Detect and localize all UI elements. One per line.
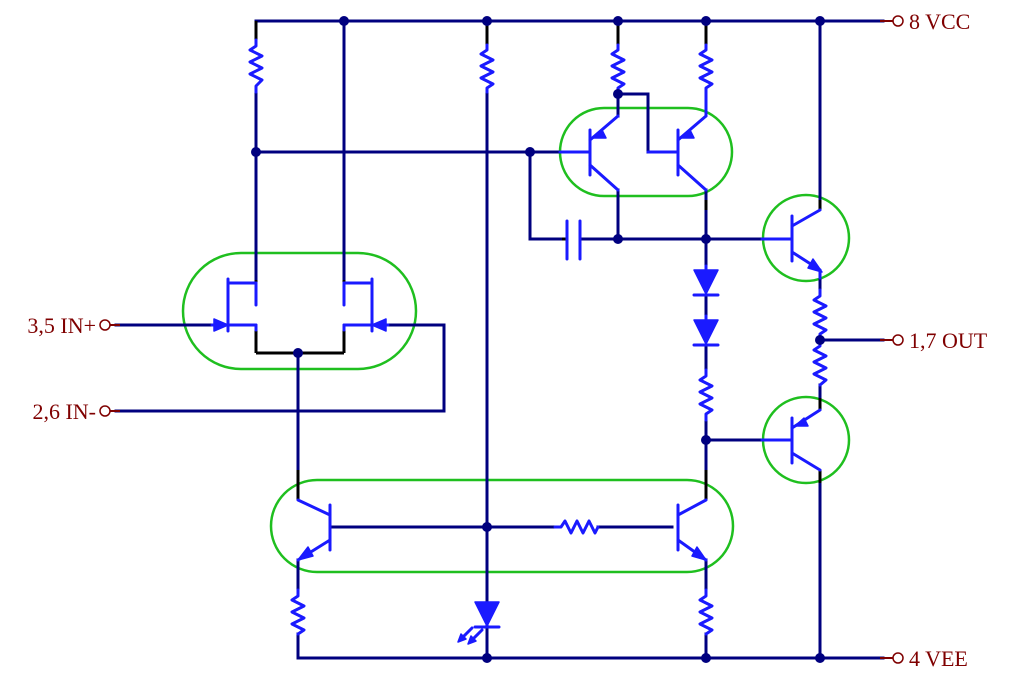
pnp-mirror-top xyxy=(558,90,708,192)
jfet-left xyxy=(210,277,258,333)
resistor-r10 xyxy=(812,338,828,387)
resistor-r7 xyxy=(698,588,714,636)
diode-d2 xyxy=(692,314,720,347)
component-leads xyxy=(254,21,822,500)
led-d3 xyxy=(457,601,501,645)
component-groupings xyxy=(181,106,851,574)
diode-d1 xyxy=(692,264,720,297)
pin-vee: 4 VEE xyxy=(880,646,968,671)
resistor-r6 xyxy=(290,588,306,636)
pin-vcc-label: 8 VCC xyxy=(909,9,970,34)
pin-in-plus-label: 3,5 IN+ xyxy=(27,313,96,338)
transistor-q2 xyxy=(646,90,708,192)
resistor-r4 xyxy=(698,43,714,94)
resistor-r1 xyxy=(248,38,264,94)
transistor-q6-pnp xyxy=(760,408,822,472)
junction-dots xyxy=(251,16,825,663)
pin-out: 1,7 OUT xyxy=(880,328,988,353)
wires xyxy=(114,19,885,660)
npn-mirror-bottom xyxy=(296,498,708,562)
diodes xyxy=(457,264,720,645)
pin-in-plus: 3,5 IN+ xyxy=(27,313,120,338)
pin-out-label: 1,7 OUT xyxy=(909,328,988,353)
resistors xyxy=(248,38,828,636)
transistor-q3 xyxy=(296,498,332,562)
current-mirror-bottom-group xyxy=(269,478,735,574)
resistor-r8 xyxy=(553,519,600,535)
transistor-q5-npn xyxy=(760,208,823,280)
resistor-r3 xyxy=(610,43,626,94)
pin-in-minus: 2,6 IN- xyxy=(32,399,120,424)
transistor-q4 xyxy=(676,498,708,562)
transistor-q1 xyxy=(558,114,620,192)
jfet-right xyxy=(342,277,390,333)
resistor-r2 xyxy=(479,43,495,94)
pin-vee-label: 4 VEE xyxy=(909,646,968,671)
resistor-r9 xyxy=(812,288,828,342)
compensation-capacitor xyxy=(565,219,582,261)
pin-in-minus-label: 2,6 IN- xyxy=(32,399,96,424)
output-stage xyxy=(760,208,823,472)
resistor-r5 xyxy=(698,368,714,422)
input-jfet-pair xyxy=(210,277,390,333)
pin-vcc: 8 VCC xyxy=(880,9,970,34)
